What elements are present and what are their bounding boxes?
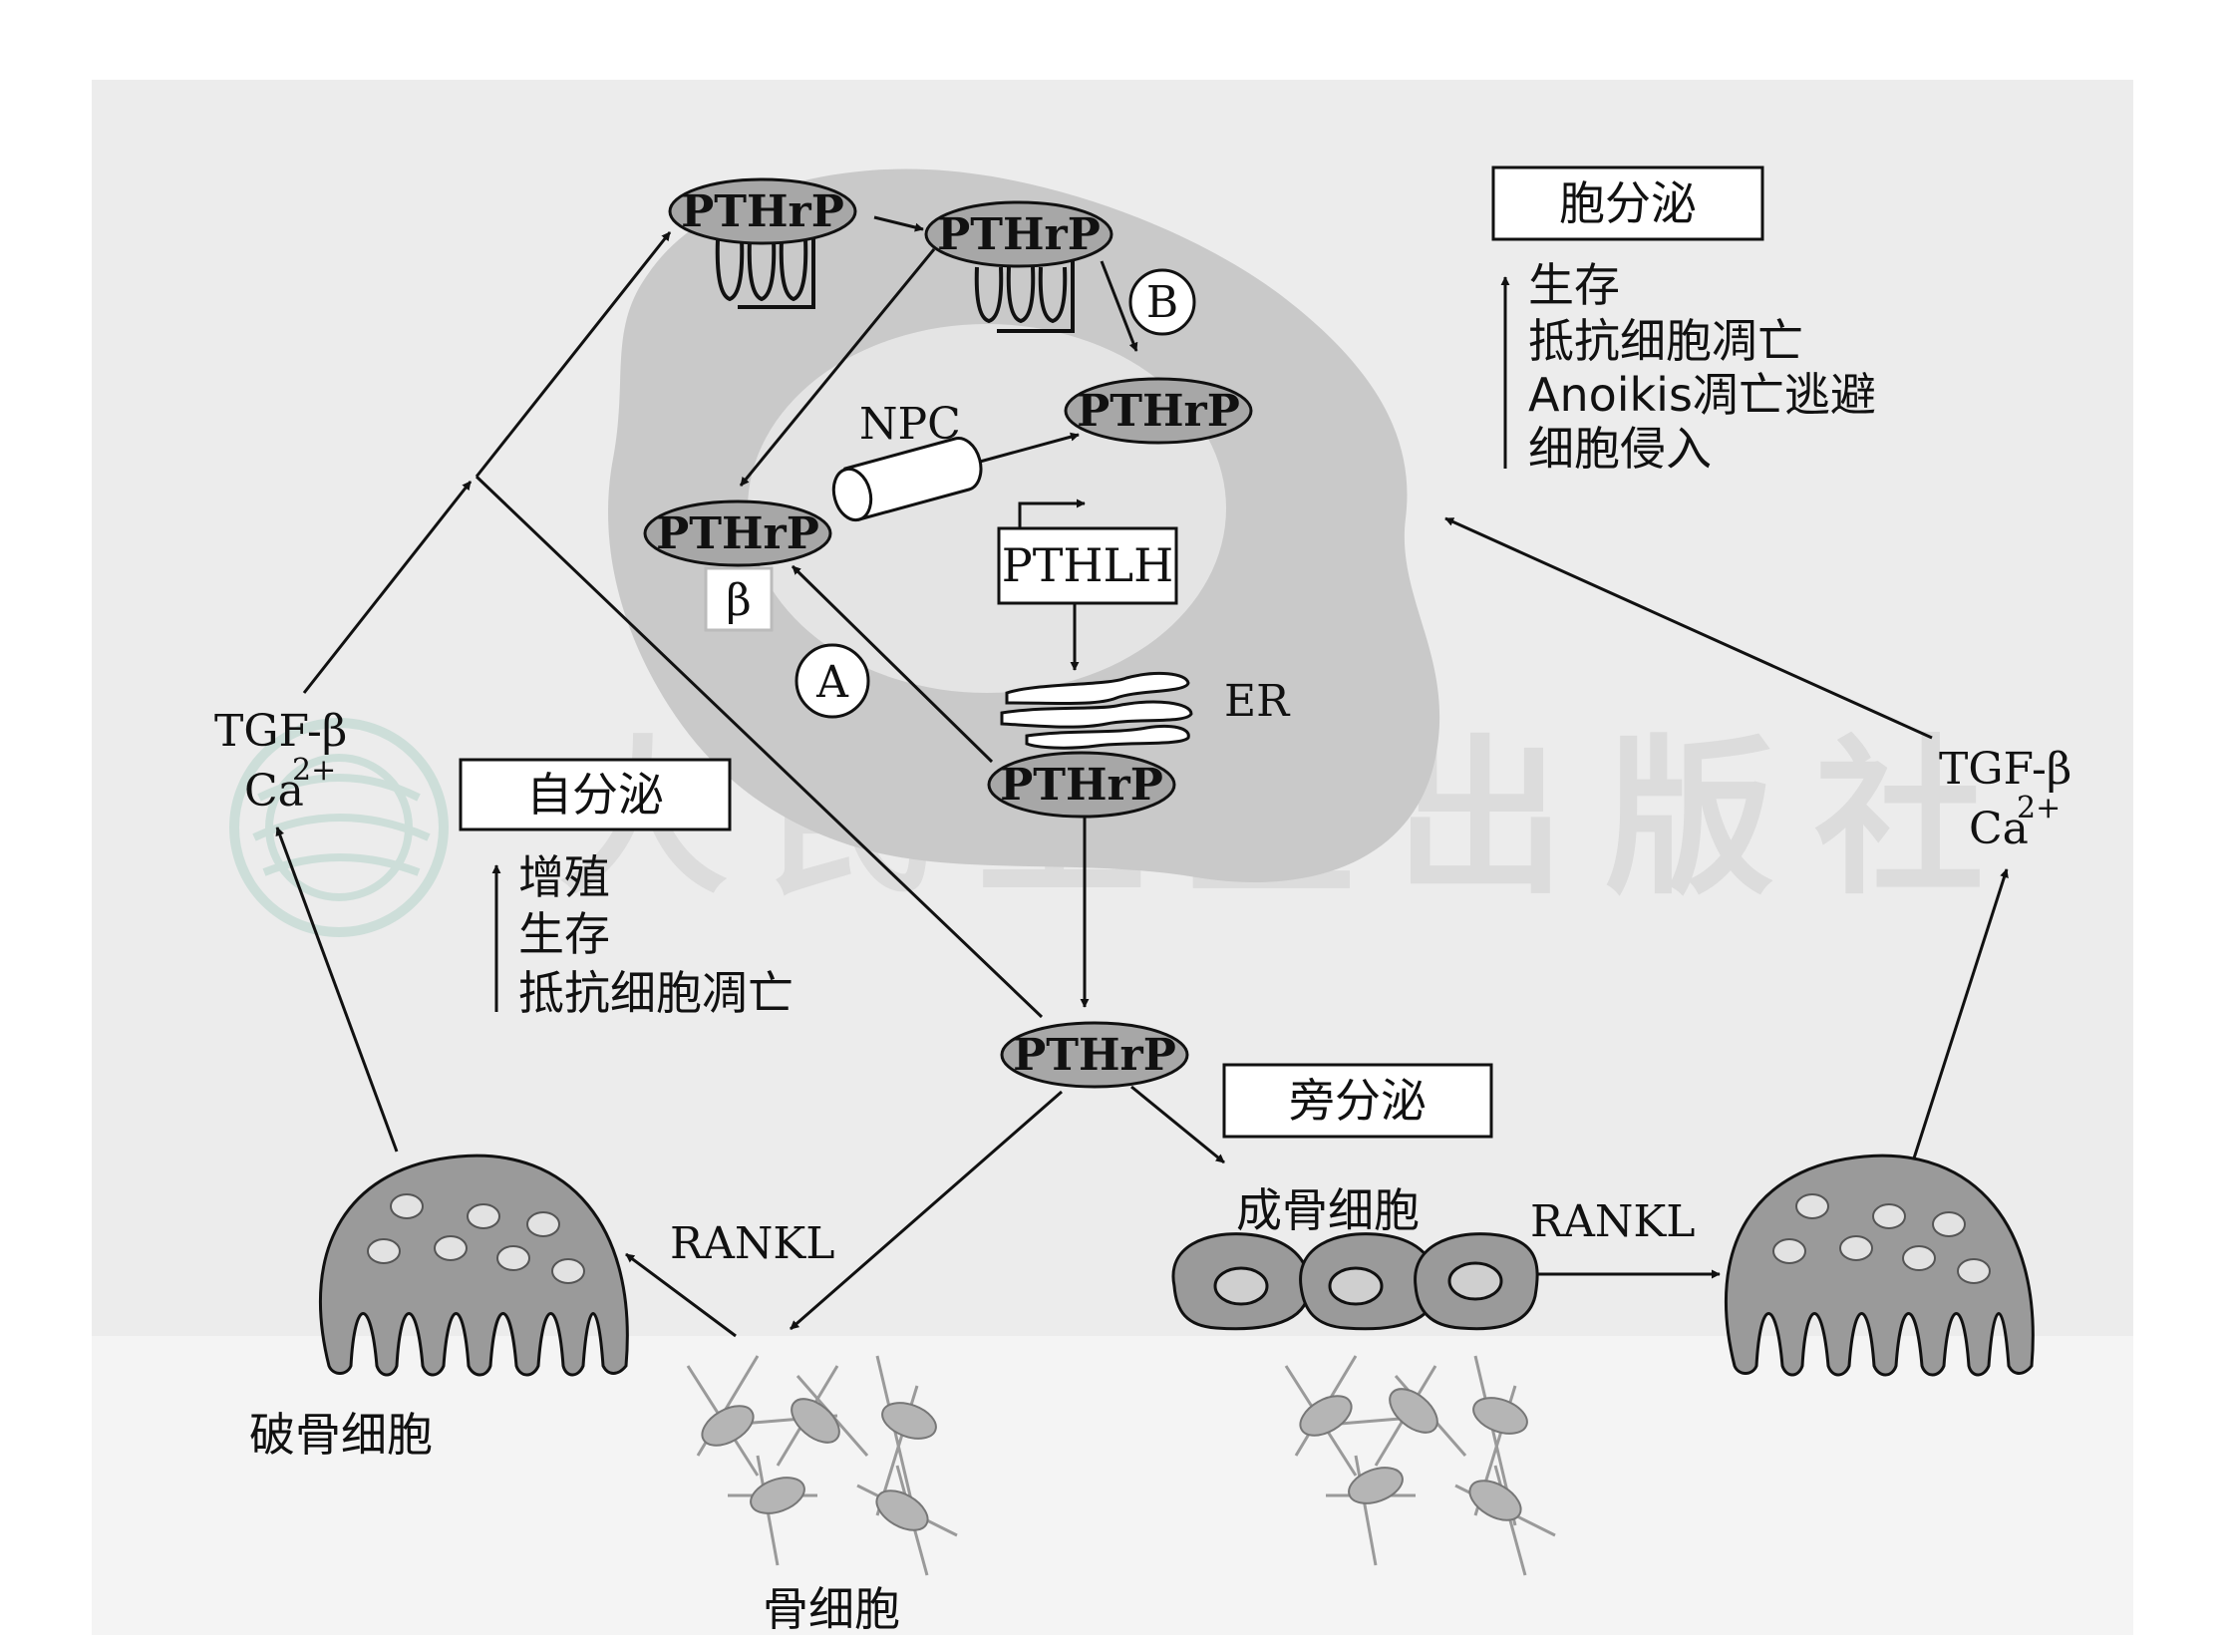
autocrine-item-1: 增殖: [518, 850, 610, 904]
tgf-beta-left: TGF-β: [214, 706, 347, 757]
ca-left: Ca: [244, 766, 304, 817]
autocrine-box: [459, 758, 732, 831]
svg-text:PTHrP: PTHrP: [1077, 386, 1240, 437]
intracrine-item-1: 生存: [1528, 258, 1620, 312]
osteocyte-label: 骨细胞: [763, 1582, 900, 1636]
pthrp-pill-6: PTHrP: [1000, 1021, 1189, 1089]
rankl-right: RANKL: [1530, 1196, 1696, 1247]
pthrp-pill-4: PTHrP: [1064, 377, 1253, 445]
receptor-comb-icon-right: [974, 257, 1075, 333]
osteoblast-label: 成骨细胞: [1236, 1183, 1420, 1237]
nuclear-pore-cylinder-icon: [831, 437, 983, 522]
autocrine-item-2: 生存: [518, 907, 610, 961]
er-label: ER: [1224, 676, 1291, 727]
arrow-osteoclast-to-tgf-right: [1910, 868, 2009, 1165]
svg-text:PTHrP: PTHrP: [656, 508, 819, 559]
line-branch-to-pill6: [475, 475, 1044, 1019]
bone-floor-band: [92, 1336, 2133, 1635]
osteoclast-label-left: 破骨细胞: [249, 1408, 433, 1462]
beta-label: β: [726, 575, 751, 626]
svg-text:B: B: [1146, 277, 1178, 328]
arrow-tgf-left-to-branch: [302, 481, 473, 694]
pthrp-pill-3: PTHrP: [643, 499, 832, 567]
osteocyte-cells-left: [701, 1398, 937, 1531]
osteoblast-cell-icon: [1171, 1232, 1539, 1331]
pthrp-pill-2: PTHrP: [924, 200, 1113, 268]
tgf-beta-right: TGF-β: [1939, 744, 2071, 795]
arrow-pill2-to-pill3: [739, 248, 936, 487]
rankl-left: RANKL: [670, 1218, 835, 1269]
osteocyte-cells-right: [1299, 1388, 1528, 1521]
arrow-osteoclast-to-tgf-left: [275, 826, 399, 1153]
arrow-pill6-to-osteocyte: [790, 1090, 1063, 1331]
endoplasmic-reticulum-icon: [1000, 672, 1193, 750]
osteoclast-dome-icon-right: [1725, 1154, 2035, 1377]
intracrine-item-3: Anoikis凋亡逃避: [1528, 368, 1876, 422]
ca-left-superscript: 2+: [292, 753, 336, 788]
svg-text:PTHrP: PTHrP: [1000, 760, 1163, 811]
publisher-seal-icon: [229, 718, 449, 937]
arrow-osteocyte-to-osteoclast: [625, 1252, 737, 1338]
svg-text:PTHrP: PTHrP: [681, 186, 844, 237]
arrow-branch-to-receptor: [475, 231, 672, 478]
autocrine-item-3: 抵抗细胞凋亡: [518, 966, 794, 1020]
intracrine-title: 胞分泌: [1559, 176, 1697, 230]
svg-text:PTHrP: PTHrP: [1013, 1030, 1176, 1081]
pthrp-pill-5: PTHrP: [987, 751, 1176, 819]
npc-label: NPC: [859, 399, 961, 450]
paracrine-box: [1222, 1063, 1493, 1139]
arrow-npc-to-pill4: [968, 432, 1080, 467]
arrow-tgf-right-to-cell: [1444, 516, 1933, 740]
promoter-arrow-icon: [1018, 498, 1086, 528]
paracrine-title: 旁分泌: [1289, 1074, 1427, 1128]
arrow-pill2-to-pill4: [1100, 260, 1138, 352]
pthrp-pill-1: PTHrP: [668, 177, 857, 245]
osteoclast-dome-icon-left: [319, 1154, 629, 1377]
receptor-comb-icon-left: [715, 229, 815, 309]
marker-b: B: [1128, 268, 1196, 336]
ca-right-superscript: 2+: [2017, 791, 2061, 826]
autocrine-title: 自分泌: [526, 768, 664, 822]
svg-text:A: A: [815, 657, 849, 708]
arrow-pill1-to-pill2: [873, 215, 924, 232]
pthlh-label: PTHLH: [1002, 538, 1173, 592]
ca-right: Ca: [1969, 804, 2029, 854]
beta-box: [704, 566, 774, 632]
svg-text:PTHrP: PTHrP: [937, 209, 1101, 260]
marker-a: A: [795, 643, 870, 719]
arrow-pill6-to-paracrine: [1130, 1085, 1225, 1164]
intracrine-item-4: 细胞侵入: [1528, 422, 1712, 476]
intracrine-box: [1491, 165, 1764, 241]
pthlh-gene-box: [997, 526, 1178, 605]
arrow-pill5-to-pill3: [791, 564, 994, 764]
intracrine-item-2: 抵抗细胞凋亡: [1528, 314, 1803, 368]
